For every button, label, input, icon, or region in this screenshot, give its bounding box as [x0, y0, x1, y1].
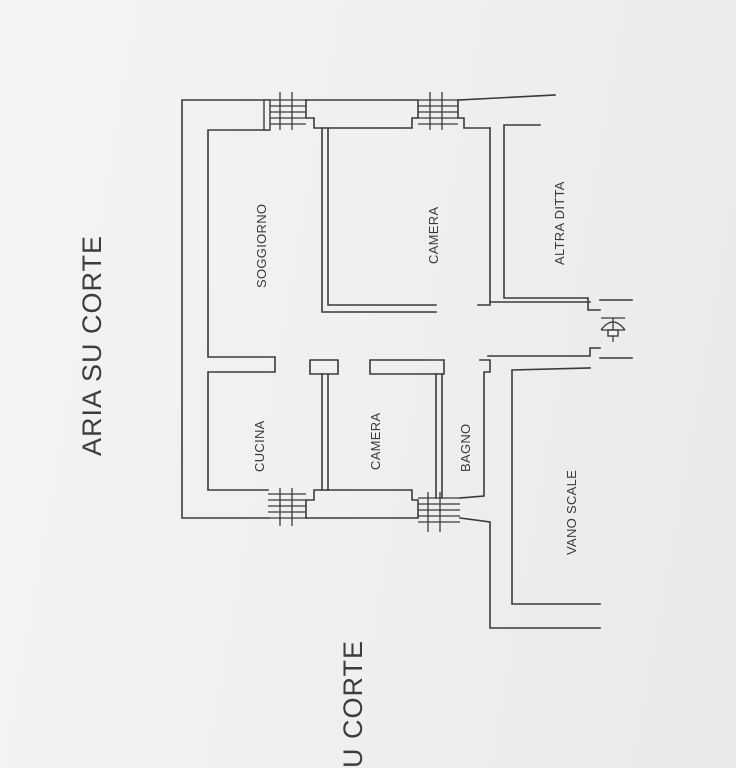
inner-wall-left: [207, 129, 276, 491]
label-corte-bottom: U CORTE: [338, 640, 368, 768]
window-bottom-left: [268, 488, 306, 526]
label-altra-ditta: ALTRA DITTA: [552, 181, 567, 265]
label-soggiorno: SOGGIORNO: [254, 204, 269, 288]
label-aria-su-corte: ARIA SU CORTE: [77, 235, 107, 456]
window-top-left: [263, 92, 306, 131]
outer-wall-left: [181, 99, 269, 519]
window-bottom-right: [418, 492, 460, 532]
label-cucina: CUCINA: [252, 420, 267, 472]
top-wall-segment: [305, 99, 329, 129]
partition-soggiorno-camera-inner: [327, 127, 437, 306]
entrance-wall: [487, 347, 601, 357]
vano-scale-wall-outer: [459, 517, 601, 629]
vano-scale-wall-inner: [511, 367, 601, 605]
bagno-right-wall: [459, 359, 491, 499]
top-wall-segment-2: [305, 99, 419, 129]
camera-right-wall: [477, 127, 491, 306]
window-top-right: [418, 92, 458, 130]
partition-soggiorno-camera: [321, 127, 437, 313]
label-camera-large: CAMERA: [426, 207, 441, 264]
bottom-wall-segment: [305, 489, 329, 519]
label-bagno: BAGNO: [458, 424, 473, 472]
label-vano-scale: VANO SCALE: [564, 470, 579, 555]
altra-ditta-wall: [503, 124, 601, 311]
partition-camera-bagno-top: [369, 359, 445, 375]
corridor-stub: [309, 359, 339, 375]
label-camera-small: CAMERA: [368, 413, 383, 470]
bottom-wall-segment-2: [305, 489, 419, 519]
top-wall-right-inner: [457, 99, 491, 129]
top-wall-right: [457, 94, 556, 101]
entrance-door-symbol: [600, 317, 626, 342]
